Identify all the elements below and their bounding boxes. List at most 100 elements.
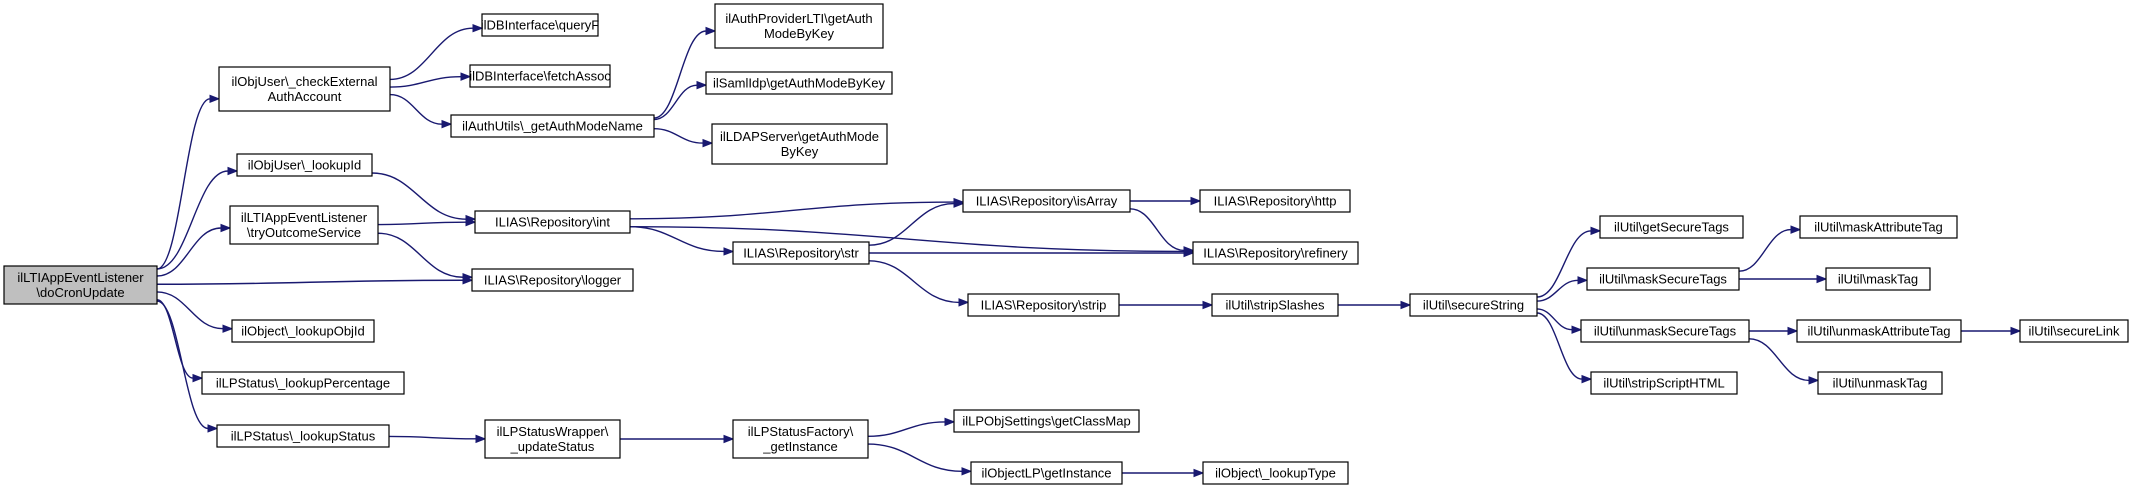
node-stripscript[interactable]: ilUtil\stripScriptHTML	[1590, 371, 1738, 395]
node-maskattr[interactable]: ilUtil\maskAttributeTag	[1799, 215, 1958, 239]
node-tryoutcome[interactable]: ilLTIAppEventListener\tryOutcomeService	[229, 205, 379, 245]
node-box	[484, 419, 621, 459]
node-label: ilLPStatus\_lookupStatus	[231, 429, 376, 444]
node-box	[967, 293, 1120, 317]
arrowhead	[1190, 196, 1202, 206]
node-box	[1799, 215, 1958, 239]
arrowhead	[220, 223, 232, 233]
node-lookupid[interactable]: ilObjUser\_lookupId	[236, 153, 373, 177]
node-queryf[interactable]: ilDBInterface\queryF	[481, 13, 600, 37]
edge-repoint-to-repostr	[629, 225, 735, 256]
arrowhead	[1571, 325, 1583, 334]
node-lookupstatus[interactable]: ilLPStatus\_lookupStatus	[216, 424, 390, 448]
node-label: ilUtil\maskSecureTags	[1599, 272, 1727, 287]
node-label: ILIAS\Repository\logger	[484, 273, 622, 288]
node-getauthmodename[interactable]: ilAuthUtils\_getAuthModeName	[450, 114, 655, 138]
node-root[interactable]: ilLTIAppEventListener\doCronUpdate	[3, 265, 158, 305]
edge-repoint-to-repoisarray	[629, 197, 965, 220]
node-box	[711, 123, 888, 165]
node-box	[231, 319, 375, 343]
node-repostr[interactable]: ILIAS\Repository\str	[732, 241, 870, 265]
node-label: ilObjectLP\getInstance	[981, 466, 1111, 481]
node-box	[1817, 371, 1943, 395]
node-box	[450, 114, 655, 138]
node-securestring[interactable]: ilUtil\secureString	[1409, 293, 1538, 317]
edges-layer	[156, 23, 2022, 478]
node-label: ilAuthProviderLTI\getAuth	[725, 11, 872, 26]
arrowhead	[958, 298, 970, 307]
arrowhead	[1787, 326, 1799, 336]
node-objlp[interactable]: ilObjectLP\getInstance	[970, 461, 1123, 485]
node-reporefinery[interactable]: ILIAS\Repository\refinery	[1192, 241, 1359, 265]
node-lookuppct[interactable]: ilLPStatus\_lookupPercentage	[201, 371, 405, 395]
edge-line	[156, 291, 224, 330]
arrowhead	[1577, 276, 1589, 285]
edge-line	[156, 299, 194, 379]
arrowhead	[1808, 376, 1820, 385]
node-label: ILIAS\Repository\str	[743, 246, 859, 261]
node-lpfactory[interactable]: ilLPStatusFactory\_getInstance	[732, 419, 869, 459]
node-box	[216, 424, 390, 448]
node-stripslashes[interactable]: ilUtil\stripSlashes	[1211, 293, 1339, 317]
node-label: ilLTIAppEventListener	[17, 270, 144, 285]
arrowhead	[227, 166, 239, 176]
edge-checkext-to-queryf	[389, 23, 484, 81]
node-lookuptype[interactable]: ilObject\_lookupType	[1202, 461, 1349, 485]
node-box	[1192, 241, 1359, 265]
edge-getauthmodename-to-samlauth	[653, 80, 708, 121]
node-repologger[interactable]: ILIAS\Repository\logger	[471, 268, 634, 292]
node-unmaskattr[interactable]: ilUtil\unmaskAttributeTag	[1796, 319, 1962, 343]
node-securelink[interactable]: ilUtil\secureLink	[2019, 319, 2129, 343]
node-ldapauth[interactable]: ilLDAPServer\getAuthModeByKey	[711, 123, 888, 165]
node-box	[1796, 319, 1962, 343]
node-classmap[interactable]: ilLPObjSettings\getClassMap	[953, 409, 1140, 433]
node-box	[236, 153, 373, 177]
node-box	[469, 64, 611, 88]
node-box	[1580, 319, 1750, 343]
arrowhead	[460, 72, 472, 81]
node-label: ilUtil\secureString	[1423, 298, 1524, 313]
edge-securestring-to-masksecuretags	[1536, 276, 1589, 302]
node-unmasksecuretags[interactable]: ilUtil\unmaskSecureTags	[1580, 319, 1750, 343]
edge-line	[156, 98, 211, 270]
node-box	[1825, 267, 1931, 291]
edge-line	[371, 172, 467, 220]
arrowhead	[696, 80, 708, 90]
node-repoisarray[interactable]: ILIAS\Repository\isArray	[962, 189, 1131, 213]
node-lookupobjid[interactable]: ilObject\_lookupObjId	[231, 319, 375, 343]
node-repohttp[interactable]: ILIAS\Repository\http	[1199, 189, 1351, 213]
edge-line	[1536, 308, 1573, 331]
arrowhead	[2010, 326, 2022, 336]
node-box	[474, 210, 631, 234]
arrowhead	[475, 434, 487, 444]
node-box	[1409, 293, 1538, 317]
edge-line	[629, 225, 725, 253]
node-masktag[interactable]: ilUtil\maskTag	[1825, 267, 1931, 291]
node-label: ilUtil\unmaskTag	[1833, 376, 1928, 391]
node-repoint[interactable]: ILIAS\Repository\int	[474, 210, 631, 234]
arrowhead	[723, 247, 735, 256]
node-ltiauth[interactable]: ilAuthProviderLTI\getAuthModeByKey	[714, 3, 884, 49]
node-updatestatus[interactable]: ilLPStatusWrapper\_updateStatus	[484, 419, 621, 459]
node-masksecuretags[interactable]: ilUtil\maskSecureTags	[1586, 267, 1740, 291]
node-label: ilObject\_lookupType	[1215, 466, 1336, 481]
node-box	[1211, 293, 1339, 317]
edge-root-to-checkext	[156, 94, 221, 270]
arrowhead	[462, 273, 474, 282]
node-fetchassoc[interactable]: ilDBInterface\fetchAssoc	[469, 64, 611, 88]
edge-root-to-lookupobjid	[156, 291, 234, 333]
edge-updatestatus-to-lpfactory	[620, 434, 735, 444]
edge-repostr-to-repostrip	[868, 260, 970, 307]
node-unmasktag[interactable]: ilUtil\unmaskTag	[1817, 371, 1943, 395]
node-label: ILIAS\Repository\strip	[981, 298, 1107, 313]
edge-line	[1536, 279, 1579, 302]
edge-line	[389, 93, 443, 125]
edge-objlp-to-lookuptype	[1122, 468, 1205, 478]
node-box	[1590, 371, 1738, 395]
edge-securestring-to-getsecuretags	[1536, 226, 1602, 298]
node-getsecuretags[interactable]: ilUtil\getSecureTags	[1599, 215, 1744, 239]
node-repostrip[interactable]: ILIAS\Repository\strip	[967, 293, 1120, 317]
node-samlauth[interactable]: ilSamlIdp\getAuthModeByKey	[705, 71, 893, 95]
